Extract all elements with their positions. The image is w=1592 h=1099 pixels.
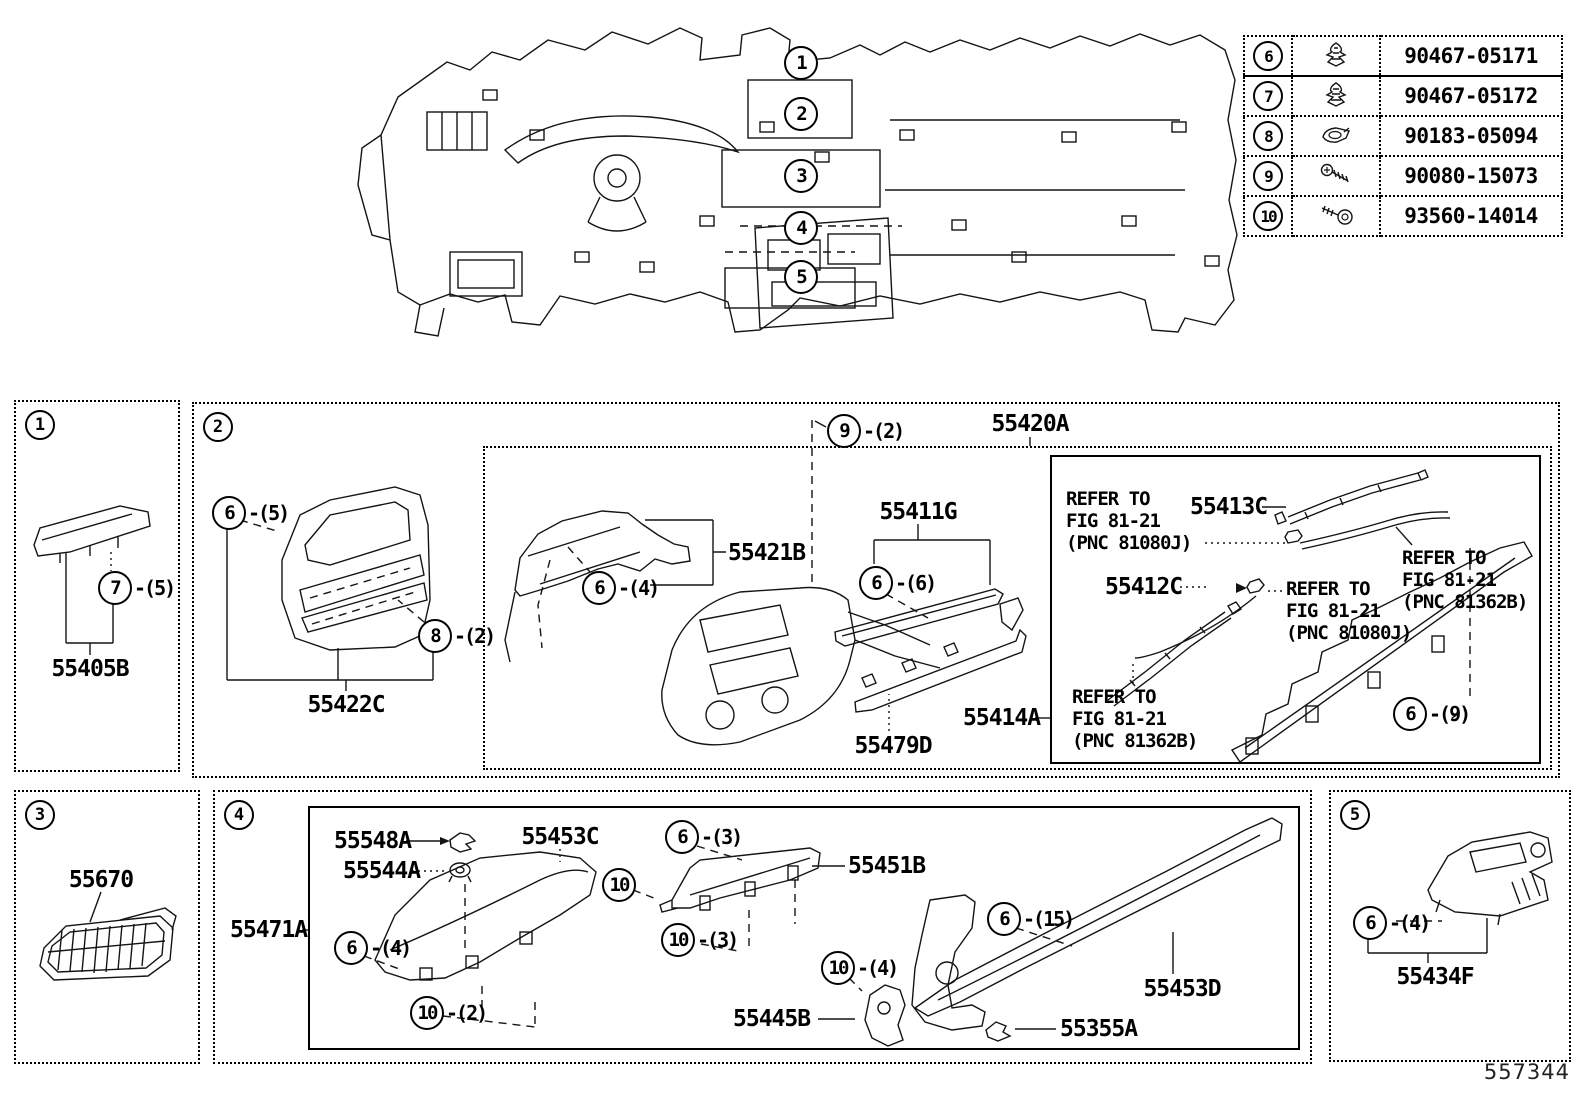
callout-number: 6 (1253, 41, 1283, 71)
section4-parts-drawing (302, 817, 1283, 1047)
label-55548A[interactable]: 55548A (334, 828, 412, 854)
part-number: 90467-05172 (1379, 75, 1563, 117)
section1-number: 1 (25, 410, 55, 440)
label-55471A[interactable]: 55471A (230, 917, 308, 943)
section3-number: 3 (25, 800, 55, 830)
table-row[interactable]: 10 93560-14014 (1243, 195, 1563, 237)
callout-6-4-s5[interactable]: 6-(4) (1353, 906, 1431, 940)
screw-washer-icon (1321, 205, 1353, 225)
label-55479D[interactable]: 55479D (854, 733, 932, 759)
label-55422C[interactable]: 55422C (307, 692, 385, 718)
section4-box (213, 790, 1312, 1064)
section4-number: 4 (224, 800, 254, 830)
callout-10-4[interactable]: 10-(4) (821, 951, 899, 985)
refer-note-81080J-mid: REFER TO FIG 81-21 (PNC 81080J) (1286, 578, 1412, 644)
assembly-55420A-box (483, 446, 1552, 770)
section1-box (14, 400, 180, 772)
part-55670-drawing (39, 891, 177, 981)
callout-6-4-s2[interactable]: 6-(4) (582, 571, 660, 605)
callout-8-2[interactable]: 8-(2) (418, 619, 496, 653)
section3-box (14, 790, 200, 1064)
refer-note-81362B-right: REFER TO FIG 81-21 (PNC 81362B) (1402, 547, 1528, 613)
label-55670[interactable]: 55670 (68, 867, 134, 893)
section5-box (1329, 790, 1571, 1062)
callout-10-2[interactable]: 10-(2) (410, 996, 488, 1030)
section4-inner-box (308, 806, 1300, 1050)
callout-6-4-s4[interactable]: 6-(4) (334, 931, 412, 965)
part-55434F-drawing (1367, 831, 1553, 963)
label-55413C[interactable]: 55413C (1190, 494, 1268, 520)
table-row[interactable]: 6 90467-05171 (1243, 35, 1563, 77)
overview-callout-3[interactable]: 3 (784, 159, 818, 193)
callout-6-9[interactable]: 6-(9) (1393, 697, 1471, 731)
instrument-panel-overview-drawing (357, 27, 1238, 337)
callout-10[interactable]: 10 (602, 868, 638, 902)
overview-callout-5[interactable]: 5 (784, 260, 818, 294)
label-55405B[interactable]: 55405B (51, 656, 129, 682)
callout-6-5[interactable]: 6-(5) (212, 496, 290, 530)
callout-6-6[interactable]: 6-(6) (859, 566, 937, 600)
section5-number: 5 (1340, 800, 1370, 830)
fastener-table: 6 90467-05171 7 90467-05172 8 90183-0509… (1243, 35, 1563, 237)
callout-10-3[interactable]: 10-(3) (661, 923, 739, 957)
overview-callout-4[interactable]: 4 (784, 211, 818, 245)
label-55421B[interactable]: 55421B (728, 540, 806, 566)
overview-callout-2[interactable]: 2 (784, 97, 818, 131)
part-number: 90467-05171 (1379, 35, 1563, 77)
figure-number: 557344 (1483, 1060, 1570, 1084)
label-55453D[interactable]: 55453D (1143, 976, 1221, 1002)
callout-number: 7 (1253, 81, 1283, 111)
part-55422C-drawing (226, 486, 434, 691)
overview-callout-1[interactable]: 1 (784, 46, 818, 80)
part-number: 90080-15073 (1379, 155, 1563, 197)
label-55412C[interactable]: 55412C (1105, 574, 1183, 600)
part-number: 93560-14014 (1379, 195, 1563, 237)
refer-note-81362B-bottom: REFER TO FIG 81-21 (PNC 81362B) (1072, 686, 1198, 752)
label-55453C[interactable]: 55453C (521, 824, 599, 850)
assembly-55420A-leaders (504, 420, 1050, 746)
label-55451B[interactable]: 55451B (848, 853, 926, 879)
table-row[interactable]: 8 90183-05094 (1243, 115, 1563, 157)
label-55355A[interactable]: 55355A (1060, 1016, 1138, 1042)
callout-number: 8 (1253, 121, 1283, 151)
callout-number: 9 (1253, 161, 1283, 191)
push-clip-icon (1325, 82, 1347, 107)
label-55445B[interactable]: 55445B (733, 1006, 811, 1032)
push-clip-icon (1325, 42, 1347, 67)
section2-box (192, 402, 1560, 778)
callout-6-3[interactable]: 6-(3) (665, 820, 743, 854)
callout-7-5[interactable]: 7-(5) (98, 571, 176, 605)
table-row[interactable]: 9 90080-15073 (1243, 155, 1563, 197)
refer-note-81080J-top: REFER TO FIG 81-21 (PNC 81080J) (1066, 488, 1192, 554)
section2-number: 2 (203, 412, 233, 442)
refer-inner-box (1050, 455, 1541, 764)
table-row[interactable]: 7 90467-05172 (1243, 75, 1563, 117)
refer-box-parts-drawing (1107, 469, 1533, 763)
label-55434F[interactable]: 55434F (1396, 964, 1474, 990)
spring-clip-icon (1322, 127, 1350, 143)
clip-marks (482, 89, 1220, 273)
callout-9-2[interactable]: 9-(2) (827, 414, 905, 448)
label-55414A[interactable]: 55414A (963, 705, 1041, 731)
screw-icon (1320, 163, 1349, 183)
part-number: 90183-05094 (1379, 115, 1563, 157)
label-55544A[interactable]: 55544A (343, 858, 421, 884)
callout-6-15[interactable]: 6-(15) (987, 902, 1075, 936)
callout-number: 10 (1253, 201, 1283, 231)
label-55420A[interactable]: 55420A (991, 411, 1069, 437)
label-55411G[interactable]: 55411G (879, 499, 957, 525)
part-55405B-drawing (33, 505, 151, 655)
